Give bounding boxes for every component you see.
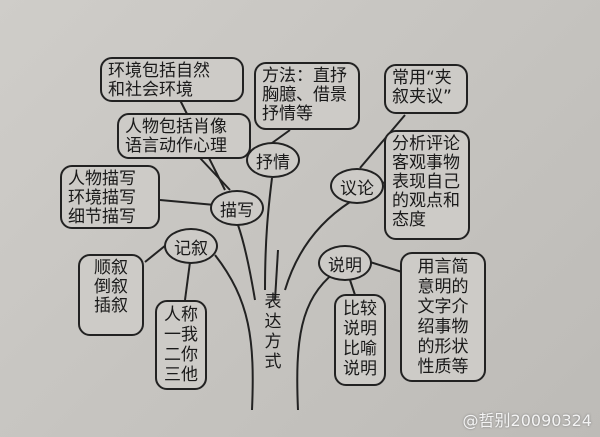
branch-inner	[274, 249, 279, 301]
link-10	[369, 261, 403, 273]
node-exposition: 说明	[318, 245, 372, 281]
note-description-types: 人物描写 环境描写 细节描写	[60, 165, 160, 229]
link-7	[359, 114, 406, 169]
note-exposition-methods: 比较 说明 比喻 说明	[334, 294, 386, 386]
link-4	[199, 157, 231, 191]
branch-description	[237, 224, 256, 301]
branch-lyric	[264, 177, 273, 291]
note-exposition-definition: 用言简 意明的 文字介 绍事物 的形状 性质等	[400, 252, 486, 382]
link-6	[271, 129, 291, 144]
trunk-left-line	[214, 254, 254, 411]
link-9	[349, 279, 356, 296]
trunk-right-line	[296, 271, 336, 411]
watermark: @哲别20090324	[462, 411, 592, 430]
link-3	[159, 199, 216, 206]
note-narration-person: 人称 一我 二你 三他	[155, 300, 207, 390]
node-description: 描写	[210, 190, 264, 226]
node-argument: 议论	[330, 168, 384, 204]
trunk-label: 表 达 方 式	[264, 292, 282, 372]
note-narration-order: 顺叙 倒叙 插叙	[78, 254, 144, 336]
note-argument-common: 常用“夹 叙夹议”	[384, 64, 468, 114]
branch-argument	[284, 201, 351, 291]
node-narration: 记叙	[164, 228, 218, 264]
note-argument-definition: 分析评论 客观事物 表现自己 的观点和 态度	[384, 130, 470, 240]
node-lyric: 抒情	[246, 142, 300, 178]
note-lyric-methods: 方法：直抒 胸臆、借景 抒情等	[254, 62, 360, 130]
link-1	[144, 244, 167, 263]
note-environment: 环境包括自然 和社会环境	[100, 57, 244, 102]
note-character: 人物包括肖像 语言动作心理	[117, 113, 251, 159]
link-2	[184, 261, 191, 301]
